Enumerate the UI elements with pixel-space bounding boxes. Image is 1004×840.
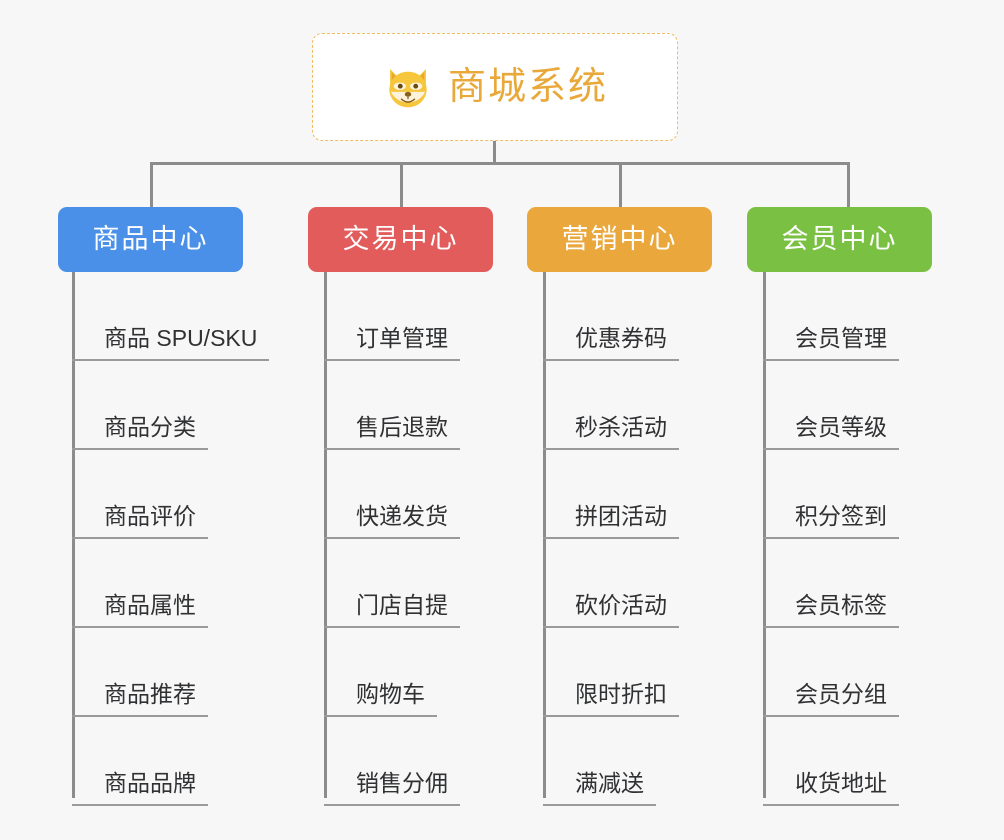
leaf-item[interactable]: 拼团活动 xyxy=(543,450,679,539)
connector-drop-2 xyxy=(400,162,403,208)
leaf-item-underline xyxy=(324,715,437,717)
leaf-item[interactable]: 购物车 xyxy=(324,628,437,717)
leaf-item[interactable]: 商品 SPU/SKU xyxy=(72,272,269,361)
leaf-item-label: 优惠券码 xyxy=(575,325,667,351)
leaf-item-label: 满减送 xyxy=(575,770,644,796)
leaf-item-underline xyxy=(324,804,460,806)
leaf-item[interactable]: 收货地址 xyxy=(763,717,899,806)
category-box-0[interactable]: 商品中心 xyxy=(58,207,243,272)
leaf-item-label: 快递发货 xyxy=(356,503,448,529)
leaf-item-label: 销售分佣 xyxy=(356,770,448,796)
leaf-item[interactable]: 商品评价 xyxy=(72,450,208,539)
leaf-item-label: 购物车 xyxy=(356,681,425,707)
leaf-item[interactable]: 快递发货 xyxy=(324,450,460,539)
leaf-item[interactable]: 商品推荐 xyxy=(72,628,208,717)
leaf-item-underline xyxy=(763,359,899,361)
leaf-item-underline xyxy=(543,715,679,717)
leaf-item[interactable]: 满减送 xyxy=(543,717,656,806)
leaf-item[interactable]: 砍价活动 xyxy=(543,539,679,628)
connector-horizontal-bus xyxy=(150,162,850,165)
leaf-item-underline xyxy=(324,359,460,361)
leaf-item-label: 收货地址 xyxy=(795,770,887,796)
leaf-item-label: 积分签到 xyxy=(795,503,887,529)
leaf-item[interactable]: 会员等级 xyxy=(763,361,899,450)
leaf-item-underline xyxy=(72,448,208,450)
leaf-item-label: 商品 SPU/SKU xyxy=(104,325,258,351)
category-label-3: 会员中心 xyxy=(781,224,898,254)
leaf-item-underline xyxy=(543,359,679,361)
leaf-item[interactable]: 门店自提 xyxy=(324,539,460,628)
leaf-item-label: 砍价活动 xyxy=(575,592,667,618)
category-box-1[interactable]: 交易中心 xyxy=(308,207,493,272)
connector-root-stem xyxy=(493,141,496,165)
category-box-3[interactable]: 会员中心 xyxy=(747,207,932,272)
leaf-item[interactable]: 售后退款 xyxy=(324,361,460,450)
connector-drop-4 xyxy=(847,162,850,208)
leaf-item-underline xyxy=(763,448,899,450)
leaf-item-label: 会员标签 xyxy=(795,592,887,618)
leaf-item-underline xyxy=(324,537,460,539)
leaf-item-underline xyxy=(72,537,208,539)
leaf-item-underline xyxy=(543,626,679,628)
root-title: 商城系统 xyxy=(447,66,608,108)
leaf-item[interactable]: 商品分类 xyxy=(72,361,208,450)
leaf-item-underline xyxy=(72,804,208,806)
leaf-item[interactable]: 限时折扣 xyxy=(543,628,679,717)
category-label-0: 商品中心 xyxy=(92,224,209,254)
leaf-item-label: 拼团活动 xyxy=(575,503,667,529)
leaf-item[interactable]: 商品品牌 xyxy=(72,717,208,806)
leaf-item-label: 售后退款 xyxy=(356,414,448,440)
leaf-item-underline xyxy=(543,804,656,806)
connector-drop-3 xyxy=(619,162,622,208)
leaf-item-label: 秒杀活动 xyxy=(575,414,667,440)
leaf-item[interactable]: 商品属性 xyxy=(72,539,208,628)
leaf-item-label: 会员分组 xyxy=(795,681,887,707)
leaf-item-underline xyxy=(543,537,679,539)
shiba-dog-emoji xyxy=(382,61,434,113)
leaf-item-label: 商品品牌 xyxy=(104,770,196,796)
leaf-spine-1 xyxy=(324,272,327,798)
leaf-item-underline xyxy=(72,626,208,628)
leaf-item-label: 会员等级 xyxy=(795,414,887,440)
leaf-item[interactable]: 优惠券码 xyxy=(543,272,679,361)
leaf-item[interactable]: 会员管理 xyxy=(763,272,899,361)
leaf-item-label: 订单管理 xyxy=(356,325,448,351)
leaf-item-label: 限时折扣 xyxy=(575,681,667,707)
leaf-item-underline xyxy=(72,715,208,717)
leaf-item-underline xyxy=(763,626,899,628)
leaf-item[interactable]: 积分签到 xyxy=(763,450,899,539)
category-box-2[interactable]: 营销中心 xyxy=(527,207,712,272)
leaf-item-underline xyxy=(763,804,899,806)
leaf-item[interactable]: 订单管理 xyxy=(324,272,460,361)
leaf-item-underline xyxy=(543,448,679,450)
leaf-item-label: 商品评价 xyxy=(104,503,196,529)
leaf-item[interactable]: 销售分佣 xyxy=(324,717,460,806)
leaf-item-underline xyxy=(763,537,899,539)
leaf-item-label: 商品属性 xyxy=(104,592,196,618)
category-label-2: 营销中心 xyxy=(561,224,678,254)
leaf-item[interactable]: 秒杀活动 xyxy=(543,361,679,450)
leaf-item-label: 商品分类 xyxy=(104,414,196,440)
leaf-item-underline xyxy=(763,715,899,717)
leaf-spine-0 xyxy=(72,272,75,798)
leaf-item-label: 商品推荐 xyxy=(104,681,196,707)
leaf-item[interactable]: 会员分组 xyxy=(763,628,899,717)
leaf-item-underline xyxy=(324,626,460,628)
leaf-item-label: 门店自提 xyxy=(356,592,448,618)
category-label-1: 交易中心 xyxy=(342,224,459,254)
connector-drop-1 xyxy=(150,162,153,208)
leaf-item-underline xyxy=(72,359,269,361)
leaf-item[interactable]: 会员标签 xyxy=(763,539,899,628)
leaf-item-label: 会员管理 xyxy=(795,325,887,351)
root-node[interactable]: 商城系统 xyxy=(312,33,678,141)
leaf-spine-3 xyxy=(763,272,766,798)
leaf-item-underline xyxy=(324,448,460,450)
leaf-spine-2 xyxy=(543,272,546,798)
